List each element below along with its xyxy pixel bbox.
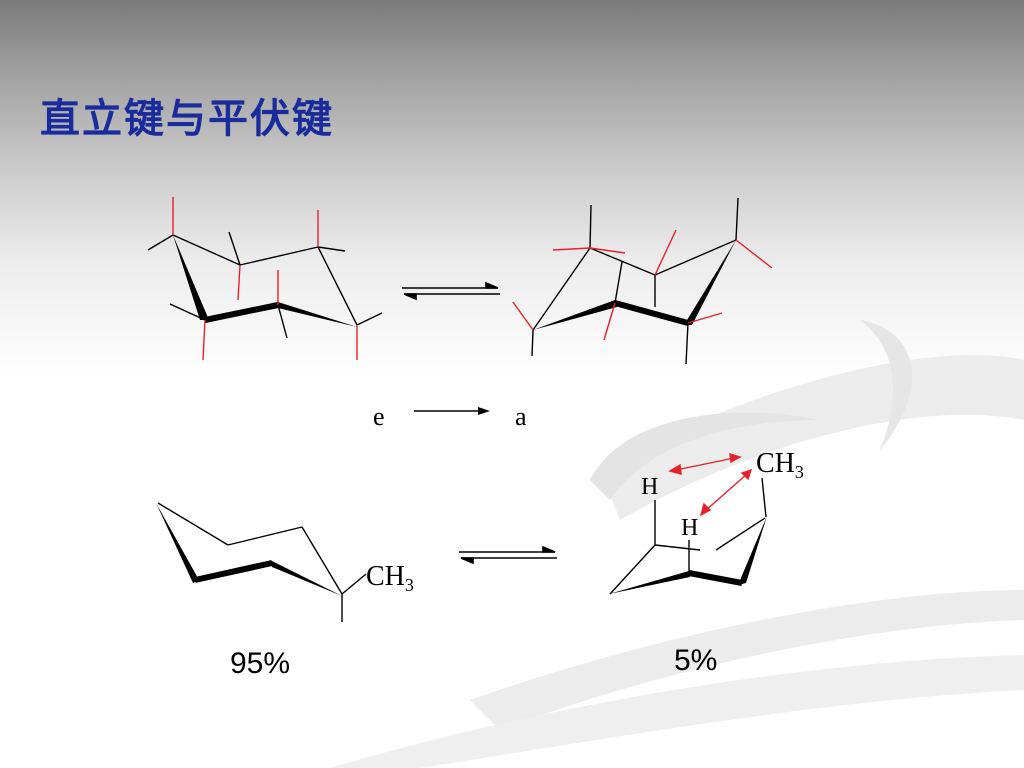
left-methyl-group: CH3 bbox=[366, 561, 414, 595]
bottom-right-chair bbox=[609, 477, 767, 595]
right-methyl-group: CH3 bbox=[756, 448, 804, 482]
slide-title: 直立键与平伏键 bbox=[40, 95, 334, 142]
top-equilibrium-arrow bbox=[402, 281, 500, 301]
bottom-equilibrium-arrow bbox=[459, 545, 557, 565]
left-percentage: 95% bbox=[230, 647, 290, 680]
top-right-chair bbox=[512, 197, 773, 365]
diaxial-interaction-arrow-1 bbox=[668, 453, 742, 475]
top-left-chair bbox=[147, 197, 383, 361]
axial-h-label-2: H bbox=[681, 515, 698, 541]
axial-h-label-1: H bbox=[641, 474, 658, 500]
label-axial: a bbox=[515, 402, 527, 431]
e-to-a-arrow bbox=[414, 407, 490, 415]
right-percentage: 5% bbox=[674, 644, 717, 677]
label-equatorial: e bbox=[373, 402, 385, 431]
diaxial-interaction-arrow-2 bbox=[699, 468, 753, 517]
bottom-left-chair bbox=[156, 502, 367, 622]
